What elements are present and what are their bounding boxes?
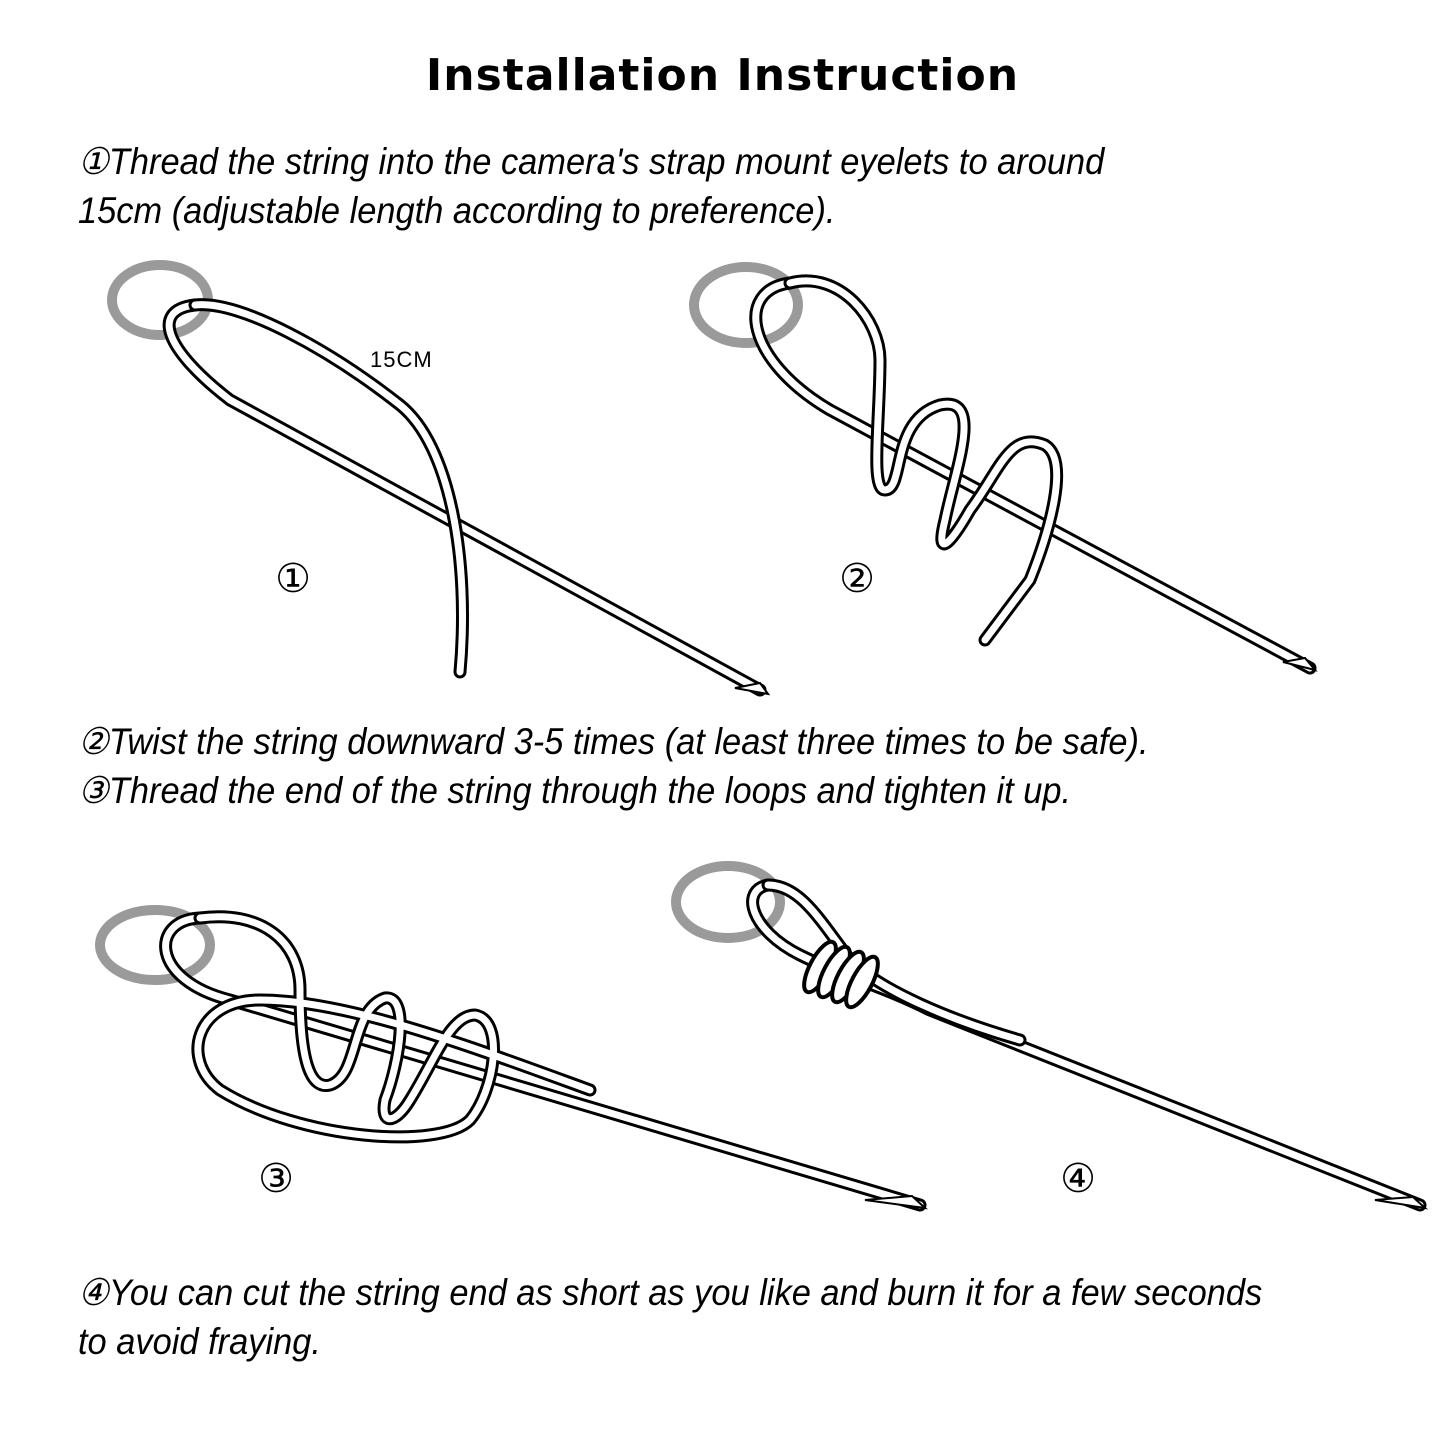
eyelet-ring-icon [671,861,785,943]
figure-4-step-label: ④ [1060,1157,1096,1201]
instruction-step-4-line-1: ④You can cut the string end as short as … [78,1272,1263,1313]
figure-1-step-label: ① [275,557,311,601]
string-cut-end [864,1194,929,1210]
string-cut-end [734,681,771,696]
string-standing-part [749,276,1317,675]
figure-2-step-label: ② [839,557,875,601]
instruction-step-1: ①Thread the string into the camera's str… [78,137,1104,235]
instruction-step-4: ④You can cut the string end as short as … [78,1268,1262,1366]
figure-3-step-label: ③ [258,1157,294,1201]
instruction-step-2: ②Twist the string downward 3-5 times (at… [78,721,1149,762]
string-twists [191,910,597,1144]
string-cut-end [1282,656,1318,672]
figure-1-length-label: 15CM [370,347,433,372]
instruction-step-1-line-2: 15cm (adjustable length according to pre… [78,190,836,231]
instruction-step-3: ③Thread the end of the string through th… [78,770,1072,811]
figure-3: ③ [95,905,929,1212]
figure-2: ② [689,262,1318,675]
instruction-steps-2-3: ②Twist the string downward 3-5 times (at… [78,717,1149,815]
eyelet-ring-icon [95,905,215,985]
eyelet-ring-icon [689,262,803,348]
knot-coils [802,939,880,1010]
string-cut-end [1374,1195,1429,1210]
figure-1: 15CM ① [107,260,771,697]
page-title: Installation Instruction [425,50,1020,101]
figure-4: ④ [671,861,1429,1212]
instruction-step-4-line-2: to avoid fraying. [78,1321,321,1362]
instruction-step-1-line-1: ①Thread the string into the camera's str… [78,141,1105,182]
